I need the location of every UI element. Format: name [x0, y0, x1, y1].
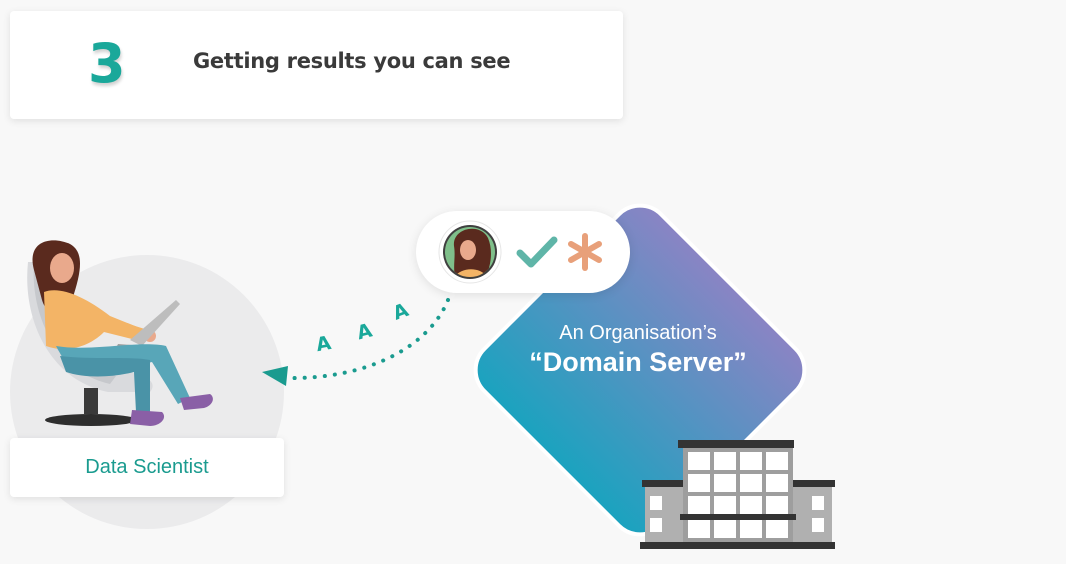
result-letter: A [314, 332, 333, 356]
server-caption-line2: “Domain Server” [529, 347, 747, 377]
server-caption-line1: An Organisation’s [559, 322, 717, 344]
result-letter: A [390, 299, 412, 325]
role-label: Data Scientist [85, 456, 209, 478]
status-pill-icons [438, 220, 602, 284]
data-scientist-illustration [27, 240, 213, 426]
result-return-path [282, 298, 450, 381]
role-label-card: Data Scientist [10, 438, 284, 497]
step-title: Getting results you can see [193, 49, 511, 73]
building-icon [640, 440, 835, 549]
result-letter: A [355, 319, 375, 344]
user-avatar-icon [438, 220, 502, 284]
request-status-pill [416, 211, 630, 293]
domain-server-caption: An Organisation’s “Domain Server” [488, 322, 788, 378]
return-arrowhead [262, 366, 288, 386]
check-icon [516, 236, 558, 268]
step-header-card: 3 Getting results you can see [10, 11, 623, 119]
asterisk-icon [568, 233, 602, 271]
step-number: 3 [88, 32, 126, 95]
